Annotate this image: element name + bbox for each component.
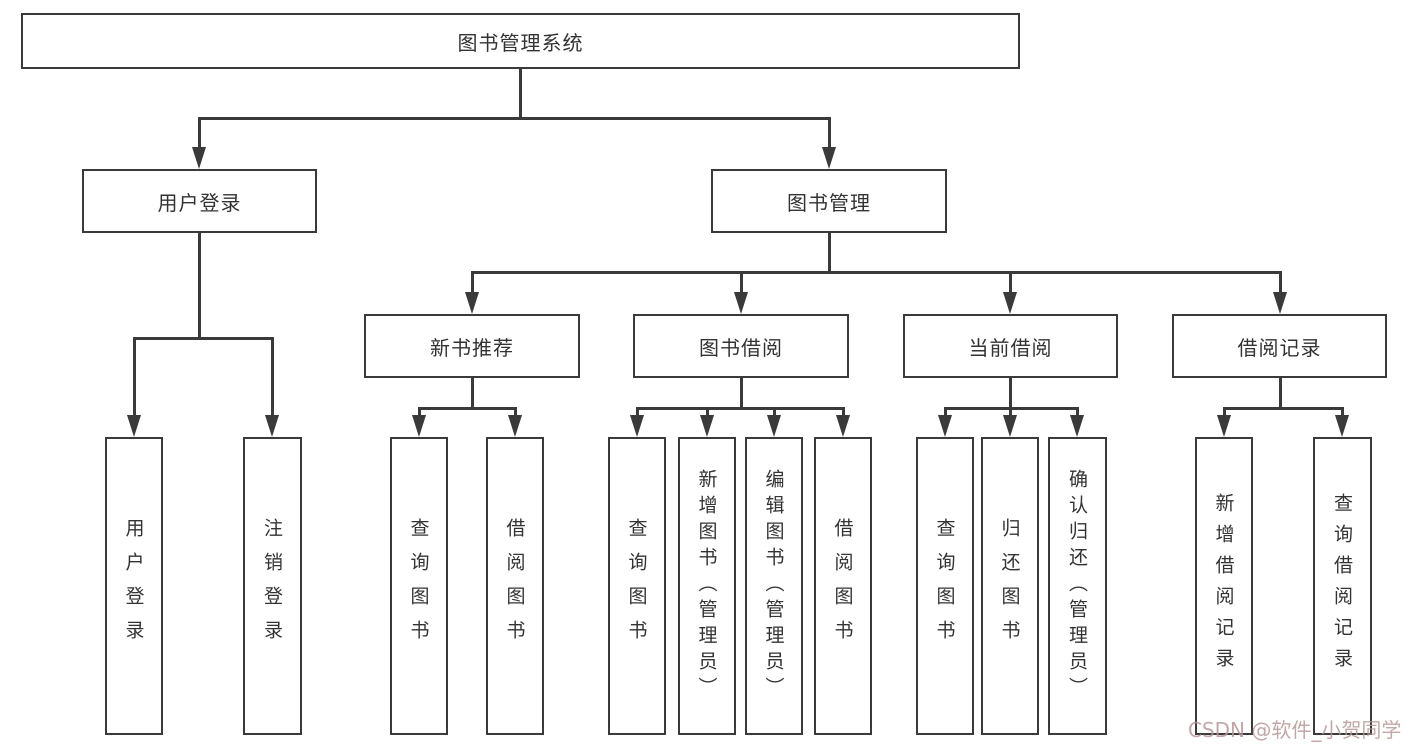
arrow-to-leaf-user-login (127, 415, 141, 437)
leaf-logout: 注销登录 (243, 437, 302, 735)
connector-drop-book-borrow (740, 271, 743, 293)
connector-drop-borrow-record (1279, 271, 1282, 293)
arrow-to-br-add (1217, 415, 1231, 437)
node-root-label: 图书管理系统 (457, 30, 584, 55)
arrow-to-leaf-logout (265, 415, 279, 437)
leaf-br-add-record-label: 新增借阅记录 (1212, 493, 1235, 679)
connector-drop-cb-confirm (1076, 407, 1079, 417)
leaf-br-query-record: 查询借阅记录 (1313, 437, 1372, 735)
node-current-borrow: 当前借阅 (903, 314, 1118, 378)
connector-drop-bb-query (636, 407, 639, 417)
connector-drop-leaf-logout (271, 337, 274, 416)
arrow-to-bb-query (630, 415, 644, 437)
connector-drop-cb-return (1009, 407, 1012, 417)
leaf-cb-confirm-return-label: 确认归还（管理员） (1066, 469, 1088, 703)
leaf-cb-return-book: 归还图书 (981, 437, 1039, 735)
connector-bb-leaf-branch (636, 407, 845, 410)
arrow-to-user-login (192, 147, 206, 169)
connector-user-login-branch (133, 337, 273, 340)
connector-drop-nb-query (418, 407, 421, 417)
node-current-borrow-label: 当前借阅 (968, 335, 1053, 360)
arrow-to-bb-edit (767, 415, 781, 437)
leaf-cb-query-book: 查询图书 (916, 437, 974, 735)
node-book-borrow-label: 图书借阅 (699, 335, 783, 360)
connector-cb-leaf-branch (944, 407, 1079, 410)
leaf-user-login: 用户登录 (105, 437, 163, 735)
leaf-cb-confirm-return: 确认归还（管理员） (1048, 437, 1107, 735)
arrow-to-cb-confirm (1070, 415, 1084, 437)
connector-drop-br-add (1223, 407, 1226, 417)
leaf-logout-label: 注销登录 (261, 518, 283, 654)
leaf-br-add-record: 新增借阅记录 (1195, 437, 1253, 735)
connector-drop-leaf-user-login (133, 337, 136, 416)
connector-level2-branch (198, 117, 830, 120)
connector-drop-user-login (198, 117, 201, 148)
leaf-user-login-label: 用户登录 (122, 518, 145, 654)
arrow-to-new-book-recommend (465, 292, 479, 314)
leaf-br-query-record-label: 查询借阅记录 (1331, 493, 1353, 679)
connector-drop-current-borrow (1009, 271, 1012, 293)
connector-drop-bb-edit (773, 407, 776, 417)
connector-drop-new-book-recommend (471, 271, 474, 293)
connector-book-management-stem (828, 233, 831, 271)
arrow-to-cb-query (938, 415, 952, 437)
leaf-nb-borrow-book-label: 借阅图书 (503, 518, 526, 654)
arrow-to-nb-query (412, 415, 426, 437)
leaf-nb-query-book: 查询图书 (390, 437, 448, 735)
node-book-management-label: 图书管理 (787, 190, 871, 215)
leaf-bb-edit-book-label: 编辑图书（管理员） (762, 469, 785, 703)
connector-drop-book-management (828, 117, 831, 148)
leaf-cb-return-book-label: 归还图书 (998, 518, 1021, 654)
connector-level3-branch (471, 271, 1281, 274)
arrow-to-book-borrow (734, 292, 748, 314)
connector-current-borrow-stem (1009, 378, 1012, 409)
connector-drop-br-query (1341, 407, 1344, 417)
node-new-book-recommend: 新书推荐 (364, 314, 580, 378)
connector-drop-nb-borrow (514, 407, 517, 417)
leaf-bb-borrow-book-label: 借阅图书 (831, 518, 854, 654)
connector-br-leaf-branch (1223, 407, 1344, 410)
arrow-to-borrow-record (1273, 292, 1287, 314)
connector-book-borrow-stem (740, 378, 743, 409)
leaf-bb-borrow-book: 借阅图书 (814, 437, 872, 735)
arrow-to-bb-add (700, 415, 714, 437)
arrow-to-nb-borrow (508, 415, 522, 437)
node-user-login-label: 用户登录 (157, 190, 242, 215)
node-book-borrow: 图书借阅 (633, 314, 849, 378)
node-borrow-record: 借阅记录 (1172, 314, 1387, 378)
arrow-to-book-management (822, 147, 836, 169)
node-borrow-record-label: 借阅记录 (1237, 335, 1322, 360)
leaf-bb-query-book-label: 查询图书 (625, 518, 648, 654)
node-user-login: 用户登录 (82, 169, 317, 233)
arrow-to-br-query (1335, 415, 1349, 437)
connector-user-login-stem (198, 233, 201, 337)
connector-nb-leaf-branch (418, 407, 517, 410)
node-book-management: 图书管理 (711, 169, 947, 233)
csdn-watermark: CSDN @软件_小贺同学 (1188, 718, 1402, 742)
arrow-to-cb-return (1003, 415, 1017, 437)
leaf-bb-query-book: 查询图书 (608, 437, 666, 735)
leaf-bb-add-book: 新增图书（管理员） (678, 437, 736, 735)
leaf-nb-query-book-label: 查询图书 (407, 518, 430, 654)
node-root: 图书管理系统 (21, 13, 1020, 69)
arrow-to-current-borrow (1003, 292, 1017, 314)
leaf-nb-borrow-book: 借阅图书 (486, 437, 544, 735)
node-new-book-recommend-label: 新书推荐 (430, 335, 514, 360)
connector-drop-cb-query (944, 407, 947, 417)
connector-new-book-recommend-stem (471, 378, 474, 409)
leaf-cb-query-book-label: 查询图书 (933, 518, 956, 654)
arrow-to-bb-borrow (836, 415, 850, 437)
connector-drop-bb-borrow (842, 407, 845, 417)
connector-drop-bb-add (706, 407, 709, 417)
leaf-bb-edit-book: 编辑图书（管理员） (745, 437, 803, 735)
leaf-bb-add-book-label: 新增图书（管理员） (695, 469, 718, 703)
connector-root-stem (519, 69, 522, 117)
connector-borrow-record-stem (1279, 378, 1282, 409)
